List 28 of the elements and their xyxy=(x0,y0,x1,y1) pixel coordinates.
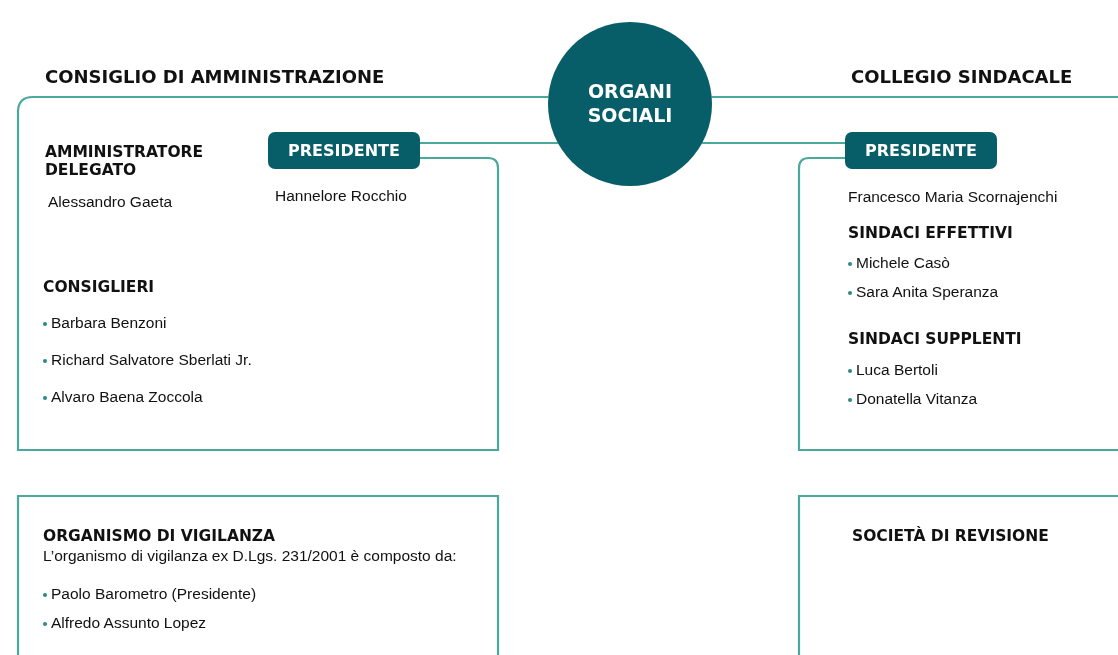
member-name: Donatella Vitanza xyxy=(856,390,978,408)
member-name: Michele Casò xyxy=(856,254,950,272)
section-heading: CONSIGLIERI xyxy=(43,279,155,297)
section-heading: SOCIETÀ DI REVISIONE xyxy=(852,528,1050,546)
section-heading: AMMINISTRATORE DELEGATO xyxy=(45,144,205,180)
member-name: L’organismo di vigilanza ex D.Lgs. 231/2001 è composto da: xyxy=(43,547,457,565)
member-name: Alessandro Gaeta xyxy=(48,193,173,211)
member-name: Paolo Barometro (Presidente) xyxy=(51,585,257,603)
member-name: Sara Anita Speranza xyxy=(856,283,999,301)
member-name: Alfredo Assunto Lopez xyxy=(51,614,207,632)
section-heading: COLLEGIO SINDACALE xyxy=(851,67,1073,88)
section-heading: CONSIGLIO DI AMMINISTRAZIONE xyxy=(45,67,385,88)
member-name: Francesco Maria Scornajenchi xyxy=(848,188,1058,206)
connector-line xyxy=(711,95,798,99)
section-heading: SINDACI EFFETTIVI xyxy=(848,225,1013,243)
member-name: Hannelore Rocchio xyxy=(275,187,407,205)
member-name: Richard Salvatore Sberlati Jr. xyxy=(51,351,252,369)
connector-line xyxy=(702,141,845,145)
member-name: Barbara Benzoni xyxy=(51,314,167,332)
member-name: Alvaro Baena Zoccola xyxy=(51,388,203,406)
member-name: Luca Bertoli xyxy=(856,361,938,379)
connector-line xyxy=(420,141,558,145)
section-heading: ORGANISMO DI VIGILANZA xyxy=(43,528,277,546)
connector-line xyxy=(498,95,549,99)
role-tag: PRESIDENTE xyxy=(845,132,997,169)
hub-circle: ORGANI SOCIALI xyxy=(548,22,712,186)
role-tag: PRESIDENTE xyxy=(268,132,420,169)
section-heading: SINDACI SUPPLENTI xyxy=(848,331,1022,349)
